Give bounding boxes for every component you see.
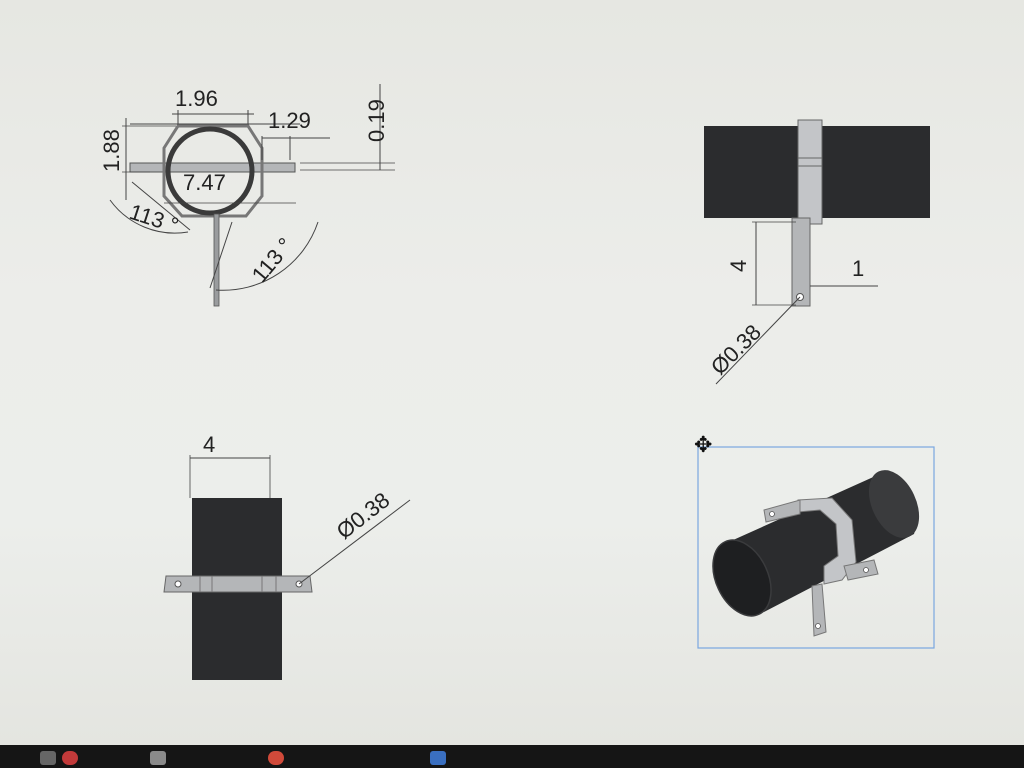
taskbar-app-icon[interactable] — [430, 751, 446, 765]
top-view[interactable]: 4 Ø0.38 — [163, 432, 411, 680]
top-clamp-strip — [163, 575, 313, 593]
dim-front-diameter: 7.47 — [183, 170, 226, 195]
side-view[interactable]: 4 1 Ø0.38 — [704, 119, 930, 385]
dim-front-angle-right: 113 ° — [247, 233, 298, 287]
dim-top-width: 4 — [203, 432, 215, 457]
front-flange-strip — [129, 162, 296, 173]
dim-front-width: 1.96 — [175, 86, 218, 111]
front-clamp-band — [162, 124, 264, 218]
taskbar-app-icon[interactable] — [268, 751, 284, 765]
taskbar — [0, 745, 1024, 768]
dim-front-flange: 1.29 — [268, 108, 311, 133]
dim-side-hole: Ø0.38 — [706, 319, 766, 379]
drawing-sheet: 1.96 1.29 1.88 0.19 7.47 113 ° 113 ° — [0, 0, 1024, 745]
top-hole-left — [174, 580, 182, 588]
iso-pipe-body — [722, 474, 916, 612]
taskbar-app-icon[interactable] — [150, 751, 166, 765]
iso-flange-right — [843, 559, 879, 581]
taskbar-app-icon[interactable] — [40, 751, 56, 765]
dim-side-leg-length: 4 — [726, 260, 751, 272]
engineering-drawing: 1.96 1.29 1.88 0.19 7.47 113 ° 113 ° — [99, 84, 935, 680]
front-pipe-circle — [165, 126, 255, 216]
iso-selection-box[interactable] — [697, 446, 935, 649]
iso-pipe-far-end — [868, 470, 920, 538]
side-clamp-band — [797, 119, 823, 225]
iso-pipe-end — [712, 539, 772, 617]
iso-view[interactable]: ✥ — [694, 433, 935, 649]
move-cursor-icon: ✥ — [694, 433, 712, 458]
dim-front-offset: 0.19 — [364, 99, 389, 142]
dim-front-height: 1.88 — [99, 129, 124, 172]
dim-side-leg-width: 1 — [852, 256, 864, 281]
front-view[interactable]: 1.96 1.29 1.88 0.19 7.47 113 ° 113 ° — [99, 84, 395, 307]
taskbar-app-icon[interactable] — [62, 751, 78, 765]
iso-mounting-leg — [811, 583, 827, 637]
side-mounting-leg — [791, 217, 811, 307]
front-mounting-leg — [213, 213, 220, 307]
iso-clamp-band — [797, 497, 857, 585]
